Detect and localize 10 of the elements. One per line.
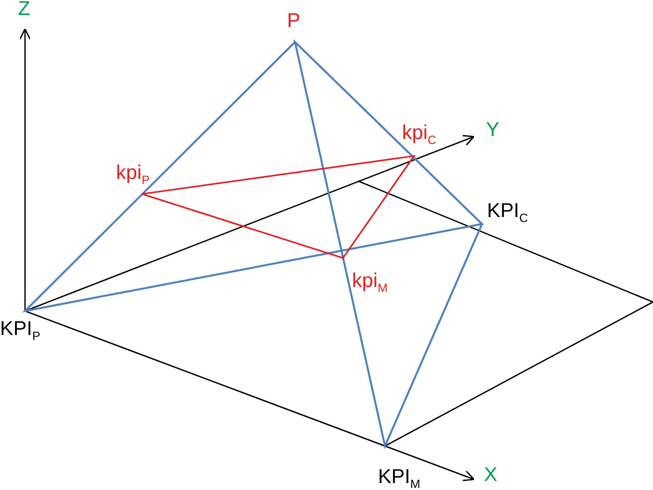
point-label: kpi$_{P}$: [116, 162, 150, 189]
axis-label: Y: [486, 119, 500, 141]
vertex-label: P: [287, 10, 300, 32]
point-label: kpi$_{C}$: [402, 122, 436, 149]
vertex-label: KPI$_{M}$: [378, 466, 420, 490]
axis-label: Z: [18, 0, 30, 20]
axis-label: X: [484, 464, 498, 486]
vertex-label: KPI$_{P}$: [0, 318, 40, 345]
vertex-label: KPI$_{C}$: [487, 200, 528, 227]
point-label: kpi$_{M}$: [352, 270, 388, 297]
